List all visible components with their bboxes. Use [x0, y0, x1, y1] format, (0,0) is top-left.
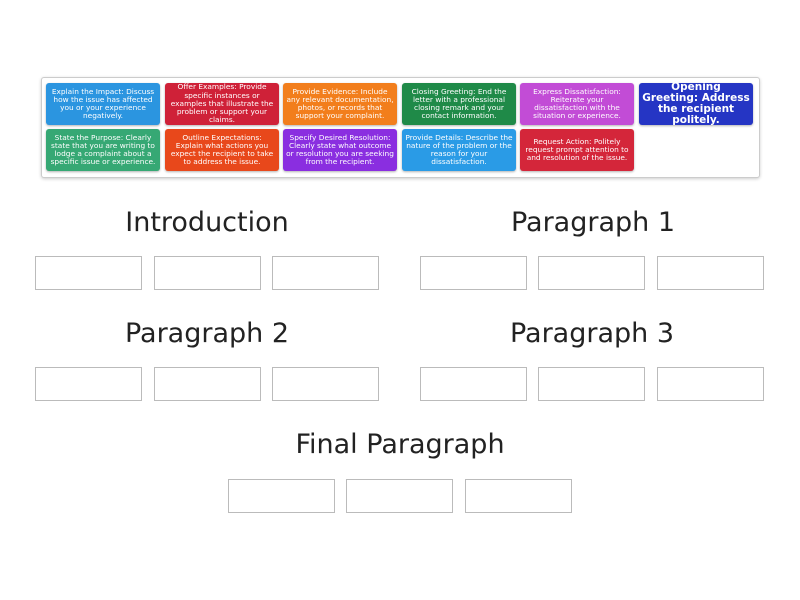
answer-card[interactable]: Express Dissatisfaction: Reiterate your … [520, 83, 634, 125]
drop-zone-final-paragraph[interactable] [346, 479, 453, 513]
section-title-paragraph-3: Paragraph 3 [509, 318, 675, 349]
drop-zone-paragraph-2[interactable] [35, 367, 142, 401]
drop-zone-paragraph-2[interactable] [272, 367, 379, 401]
drop-zone-paragraph-1[interactable] [657, 256, 764, 290]
drop-zone-paragraph-1[interactable] [420, 256, 527, 290]
drop-zone-introduction[interactable] [154, 256, 261, 290]
drop-zone-paragraph-3[interactable] [657, 367, 764, 401]
drop-zone-paragraph-2[interactable] [154, 367, 261, 401]
answer-card[interactable]: Provide Details: Describe the nature of … [402, 129, 516, 171]
drop-zone-introduction[interactable] [272, 256, 379, 290]
drop-zone-paragraph-3[interactable] [538, 367, 645, 401]
drop-zone-paragraph-3[interactable] [420, 367, 527, 401]
answer-card[interactable]: Closing Greeting: End the letter with a … [402, 83, 516, 125]
section-title-introduction: Introduction [125, 207, 289, 238]
answer-card[interactable]: Request Action: Politely request prompt … [520, 129, 634, 171]
drop-zone-final-paragraph[interactable] [465, 479, 572, 513]
answer-card[interactable]: Opening Greeting: Address the recipient … [639, 82, 753, 126]
section-title-final-paragraph: Final Paragraph [295, 429, 505, 460]
drop-zone-introduction[interactable] [35, 256, 142, 290]
drop-zone-final-paragraph[interactable] [228, 479, 335, 513]
answer-card[interactable]: State the Purpose: Clearly state that yo… [46, 129, 160, 171]
answer-card[interactable]: Specify Desired Resolution: Clearly stat… [283, 129, 397, 171]
answer-card[interactable]: Provide Evidence: Include any relevant d… [283, 83, 397, 125]
section-title-paragraph-1: Paragraph 1 [510, 207, 676, 238]
section-title-paragraph-2: Paragraph 2 [124, 318, 290, 349]
answer-card[interactable]: Outline Expectations: Explain what actio… [165, 129, 279, 171]
drop-zone-paragraph-1[interactable] [538, 256, 645, 290]
answer-card[interactable]: Offer Examples: Provide specific instanc… [165, 83, 279, 125]
answer-card[interactable]: Explain the Impact: Discuss how the issu… [46, 83, 160, 125]
